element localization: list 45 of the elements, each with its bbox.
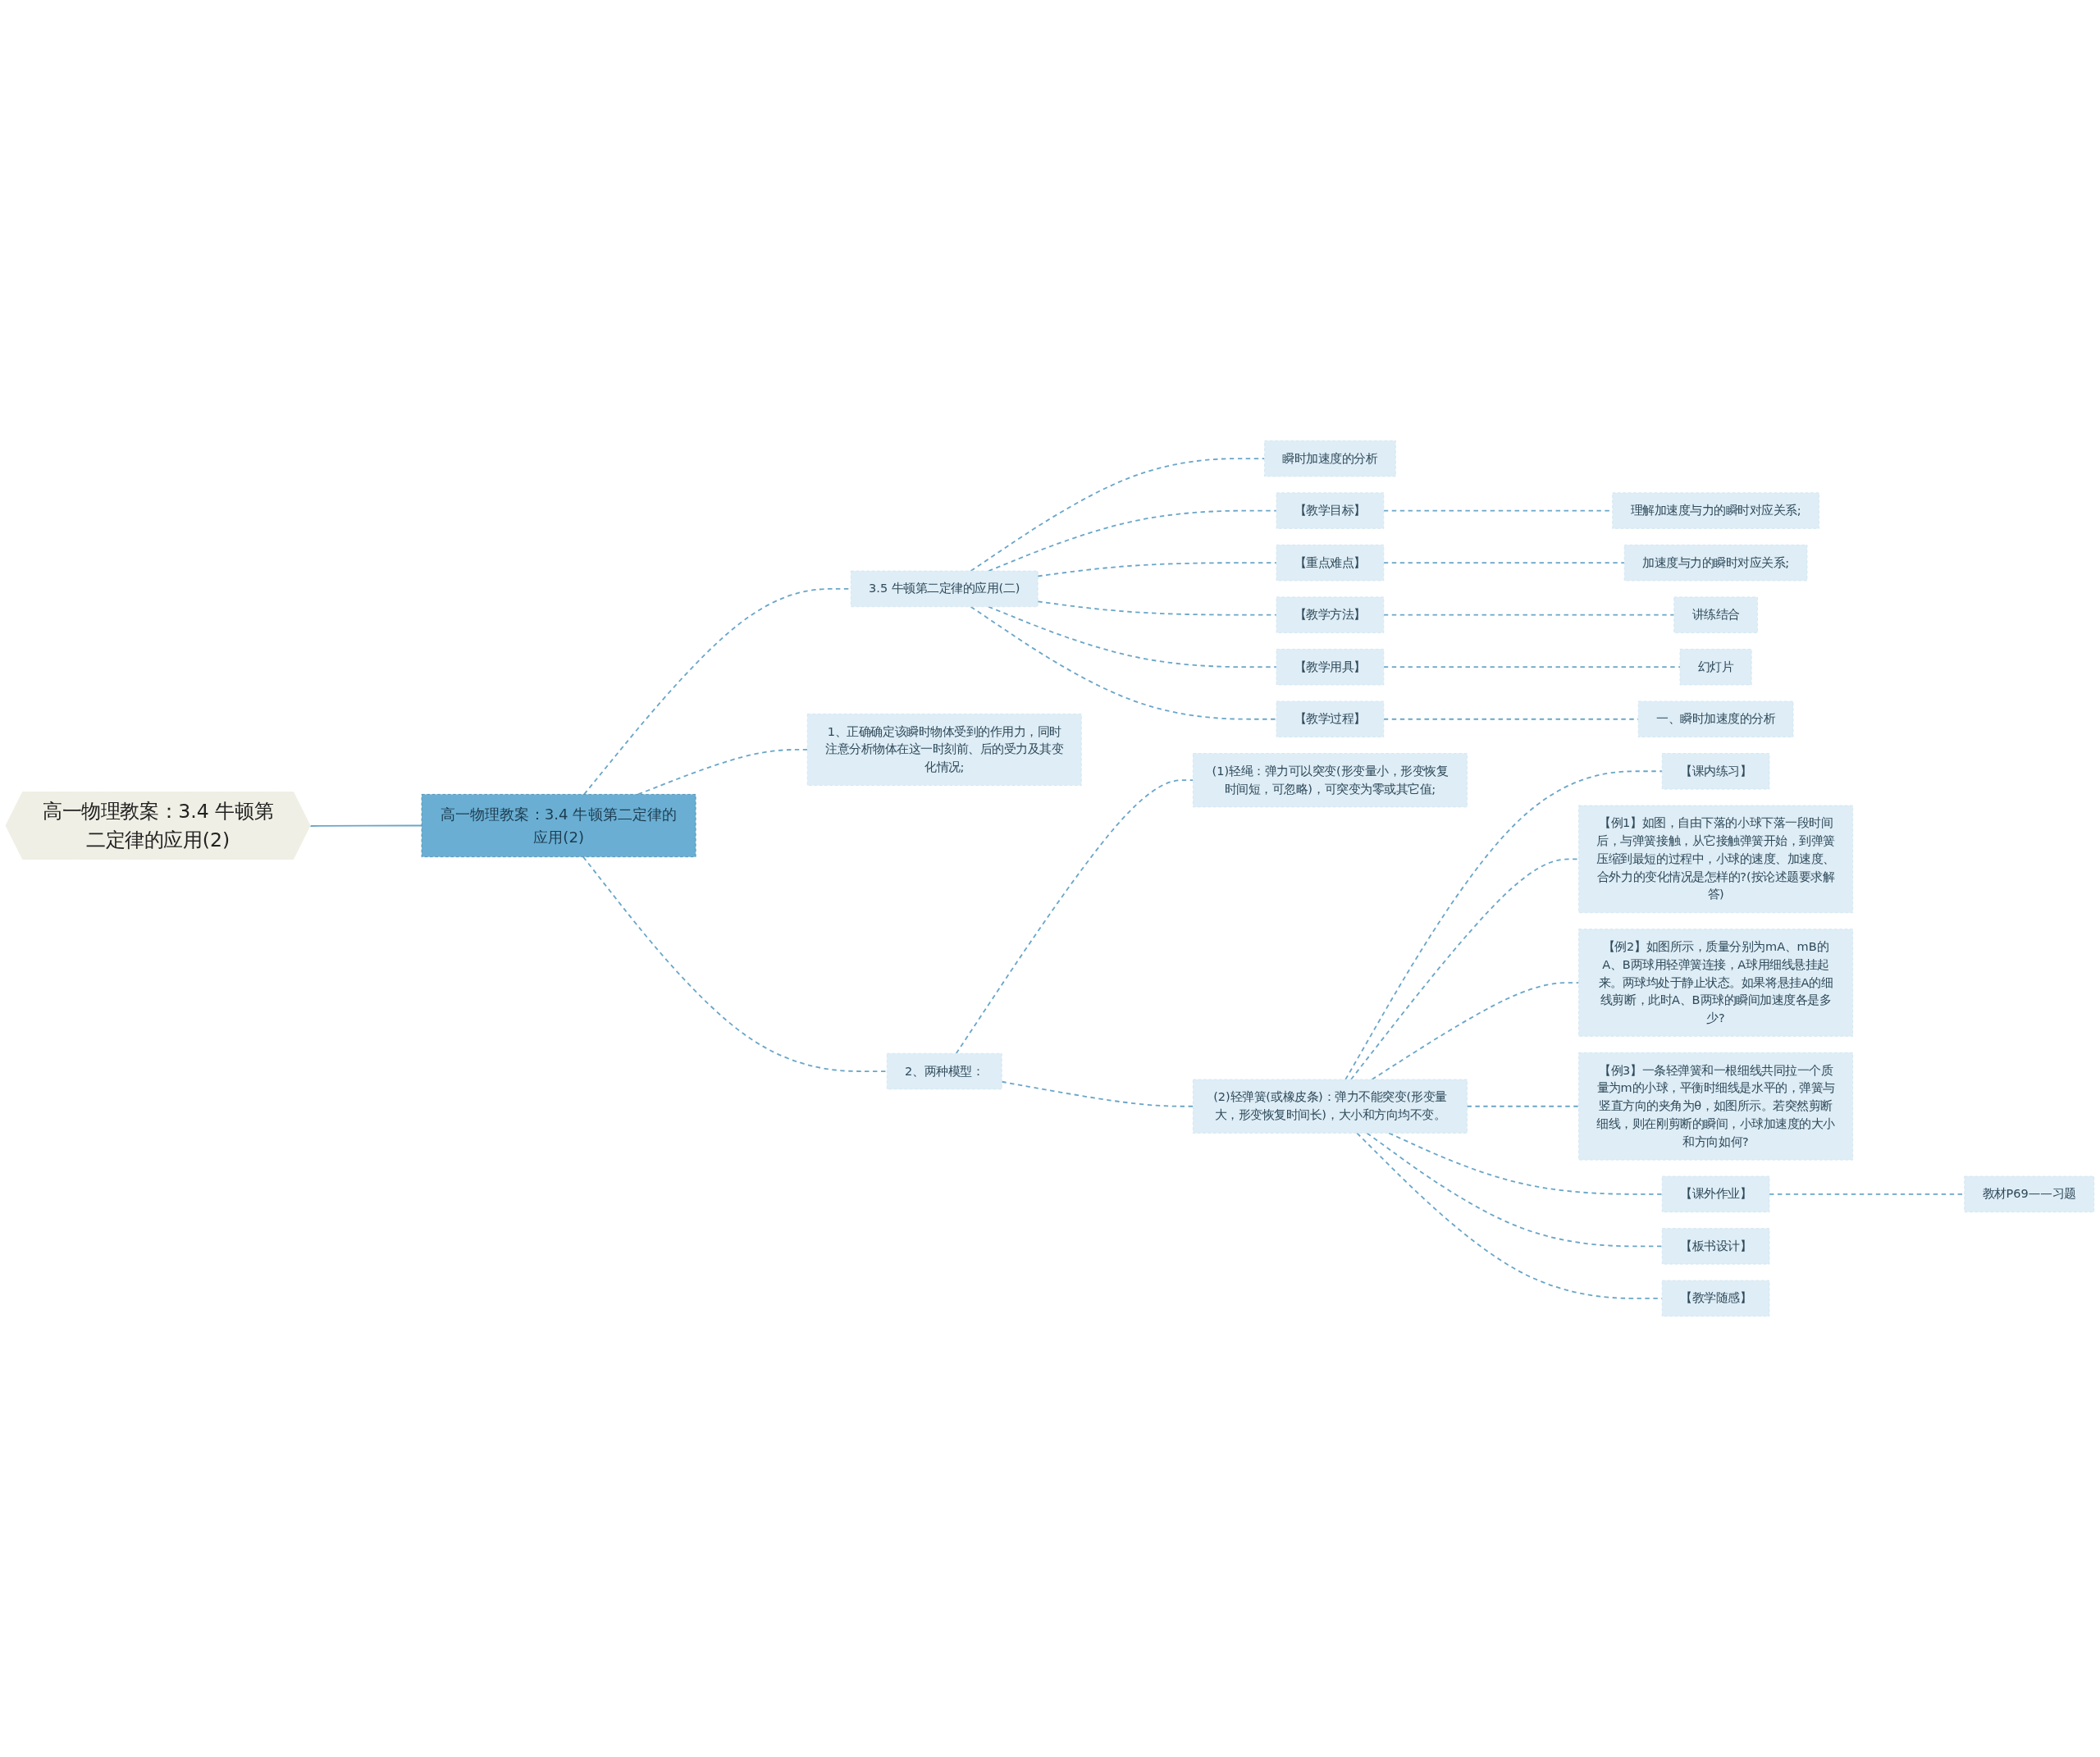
- connector: [637, 749, 809, 796]
- node-box: 【例2】如图所示，质量分别为mA、mB的A、B两球用轻弹簧连接，A球用细线悬挂起来。两球均处于静止状态。如果将悬挂A的细线剪断，此时A、B两球的瞬间加速度各是多少?: [1578, 929, 1854, 1037]
- connector: [970, 605, 1277, 720]
- node-box: 教材P69——习题: [1964, 1175, 2095, 1213]
- connector: [1382, 562, 1626, 564]
- connector: [1388, 1132, 1664, 1195]
- connector: [1037, 600, 1277, 616]
- node-box: 瞬时加速度的分析: [1264, 440, 1396, 477]
- node-box: 【课内练习】: [1661, 753, 1770, 790]
- connector: [1001, 1080, 1194, 1107]
- connector: [1037, 562, 1277, 577]
- node-box: 一、瞬时加速度的分析: [1637, 701, 1794, 737]
- connector: [1344, 770, 1664, 1080]
- node-box: 【重点难点】: [1276, 544, 1385, 582]
- node-box: 【例3】一条轻弹簧和一根细线共同拉一个质量为m的小球，平衡时细线是水平的，弹簧与竖直方向的夹角为θ，如图所示。若突然剪断细线，则在刚剪断的瞬间，小球加速度的大小和方向如何?: [1578, 1052, 1854, 1161]
- node-box: 【板书设计】: [1661, 1228, 1770, 1265]
- node-box: 【课外作业】: [1661, 1175, 1770, 1213]
- connector: [955, 779, 1194, 1055]
- node-box: 1、正确确定该瞬时物体受到的作用力，同时注意分析物体在这一时刻前、后的受力及其变化情况;: [806, 713, 1082, 786]
- node-box: 【教学用具】: [1276, 648, 1385, 686]
- node-box: 讲练结合: [1673, 596, 1758, 633]
- connector: [309, 824, 422, 827]
- connector: [988, 509, 1277, 573]
- connector: [1382, 614, 1675, 616]
- connector: [1466, 1105, 1580, 1107]
- connector: [1382, 666, 1681, 669]
- connector: [1371, 982, 1580, 1080]
- node-box: 3.5 牛顿第二定律的应用(二): [850, 570, 1039, 608]
- node-box: (1)轻绳：弹力可以突变(形变量小，形变恢复时间短，可忽略)，可突变为零或其它值;: [1192, 753, 1468, 808]
- connector: [970, 458, 1266, 573]
- node-box: 高一物理教案：3.4 牛顿第二定律的应用(2): [421, 793, 696, 858]
- node-box: (2)轻弹簧(或橡皮条)：弹力不能突变(形变量大，形变恢复时间长)，大小和方向均不变。: [1192, 1079, 1468, 1134]
- node-box: 【例1】如图，自由下落的小球下落一段时间后，与弹簧接触，从它接触弹簧开始，到弹簧压缩到最短的过程中，小球的速度、加速度、合外力的变化情况是怎样的?(按论述题要求解答): [1578, 805, 1854, 914]
- node-box: 【教学过程】: [1276, 701, 1385, 737]
- connector: [1366, 1132, 1664, 1248]
- node-box: 加速度与力的瞬时对应关系;: [1623, 544, 1808, 582]
- node-box: 【教学方法】: [1276, 596, 1385, 633]
- connector: [1356, 1132, 1664, 1299]
- node-box: 【教学随感】: [1661, 1280, 1770, 1317]
- node-box: 理解加速度与力的瞬时对应关系;: [1612, 492, 1819, 529]
- connector: [1350, 858, 1580, 1080]
- node-box: 幻灯片: [1679, 648, 1752, 686]
- node-box: 2、两种模型：: [886, 1052, 1002, 1090]
- node-box: 【教学目标】: [1276, 492, 1385, 529]
- connector: [988, 605, 1277, 669]
